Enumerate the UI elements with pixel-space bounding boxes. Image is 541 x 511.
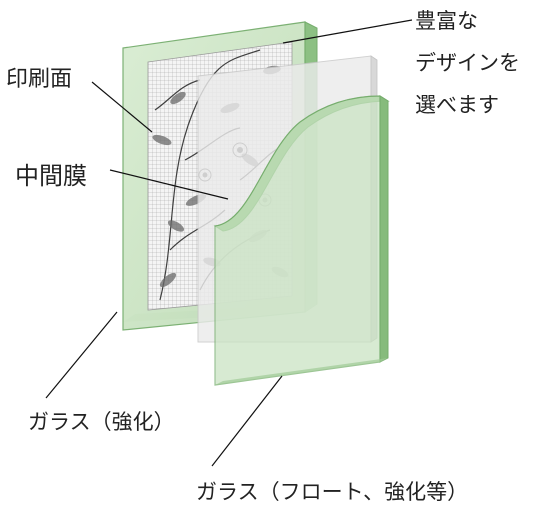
label-design-line3: 選べます	[415, 93, 499, 117]
label-glass-float: ガラス（フロート、強化等）	[196, 480, 468, 504]
leader-design	[282, 19, 413, 44]
leader-lines	[45, 19, 413, 467]
front-glass-face	[214, 95, 381, 386]
label-interlayer: 中間膜	[15, 162, 87, 190]
leader-glass-tempered	[45, 311, 118, 399]
label-design-line2: デザインを	[415, 51, 520, 75]
labels: 豊富な デザインを 選べます 印刷面 中間膜 ガラス（強化） ガラス（フロート、…	[6, 9, 520, 504]
leader-glass-float	[211, 375, 283, 467]
label-glass-tempered: ガラス（強化）	[28, 410, 175, 434]
label-design-line1: 豊富な	[415, 9, 478, 33]
front-glass-pane	[213, 95, 390, 386]
front-glass-bottom-edge	[215, 358, 388, 385]
leader-print-surface	[91, 81, 153, 133]
label-print-surface: 印刷面	[6, 67, 72, 92]
leader-interlayer	[109, 169, 229, 200]
front-glass-side-edge	[379, 95, 389, 363]
